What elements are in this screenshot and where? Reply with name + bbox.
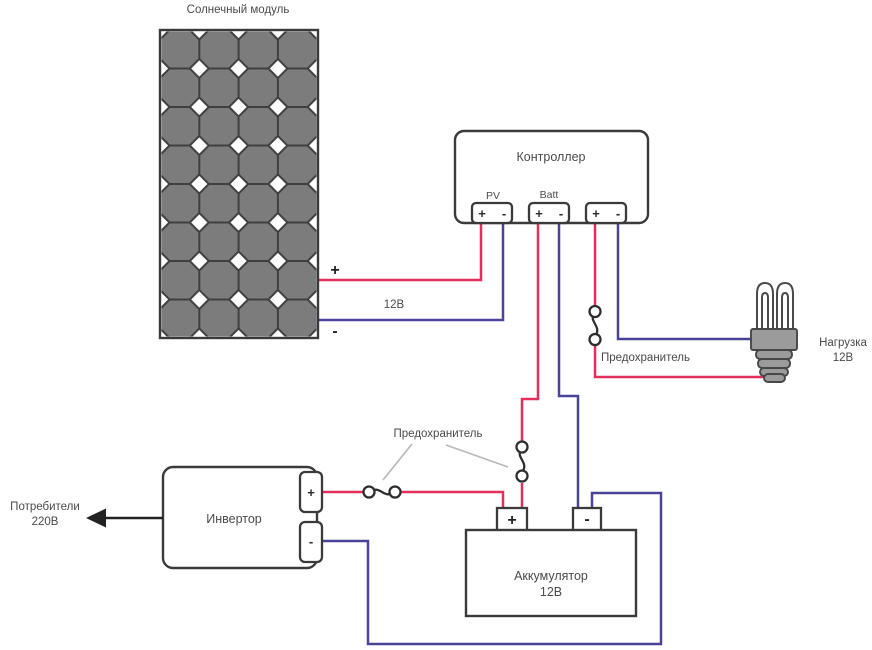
batt-terminal-minus: -	[559, 206, 563, 221]
inverter-plus-terminal	[298, 470, 324, 514]
wire-load-positive-lower	[593, 345, 774, 379]
controller-batt-terminal-label: Batt	[540, 189, 559, 201]
lamp-thread-2	[757, 358, 791, 369]
load-label-line2: 12В	[833, 352, 854, 364]
lamp-load	[750, 281, 798, 383]
fuse-inverter-left-contact	[362, 485, 376, 499]
solar-module-label: Солнечный модуль	[187, 4, 290, 16]
ac-output-arrowhead	[86, 508, 106, 528]
fuse-load	[588, 304, 602, 347]
controller-label: Контроллер	[517, 150, 586, 164]
controller-pv-terminal	[470, 201, 514, 225]
solar-module-cells	[161, 31, 317, 337]
wire-load-negative	[616, 223, 753, 341]
lamp-tube-left-slot	[761, 291, 769, 332]
lamp-thread-1	[755, 349, 793, 360]
consumers-label-line2: 220В	[32, 516, 59, 528]
lamp-tube-right-slot	[781, 291, 789, 332]
wire-batt-positive-upper	[520, 223, 540, 441]
pv-minus-label: -	[332, 323, 337, 340]
controller-pv-terminal-label: PV	[486, 190, 500, 202]
solar-module: Солнечный модуль	[158, 4, 320, 340]
fuse-load-top-contact	[588, 304, 602, 319]
wire-pv-negative	[318, 223, 505, 322]
load-terminal-plus: +	[592, 206, 600, 221]
wire-batt-negative	[557, 223, 580, 512]
controller-batt-terminal	[527, 201, 571, 225]
load-label-line1: Нагрузка	[819, 337, 867, 349]
wiring	[318, 223, 774, 646]
battery-plus-sign: +	[507, 512, 516, 529]
inverter-plus-sign: +	[307, 485, 315, 500]
fuse-battery-label: Предохранитель	[394, 428, 483, 440]
wire-inverter-negative-loop	[322, 491, 663, 646]
fuse-inverter-right-contact	[388, 485, 402, 499]
fuse-load-label: Предохранитель	[601, 352, 690, 364]
inverter-label: Инвертор	[206, 512, 262, 526]
fuse-load-bottom-contact	[588, 332, 602, 347]
inverter: Инвертор + -	[161, 465, 324, 570]
fuse-battery-bottom-contact	[515, 469, 529, 483]
fuse-battery-vertical	[515, 440, 529, 483]
inverter-minus-terminal	[298, 520, 324, 564]
load-terminal-minus: -	[616, 206, 620, 221]
wire-inverter-positive-right	[401, 490, 505, 512]
wire-pv-positive	[318, 223, 483, 282]
battery-box	[464, 528, 638, 618]
pv-plus-label: +	[330, 262, 339, 279]
fuse-battery-top-contact	[515, 440, 529, 454]
controller: Контроллер PV Batt + - + - + -	[453, 129, 650, 225]
battery-minus-sign: -	[584, 511, 589, 528]
pv-terminal-plus: +	[478, 206, 486, 221]
consumers-label-line1: Потребители	[10, 501, 80, 513]
pv-voltage-label: 12В	[384, 299, 405, 311]
pv-terminal-minus: -	[502, 206, 506, 221]
battery: + - Аккумулятор 12В	[464, 506, 638, 618]
lamp-collar	[750, 328, 798, 351]
fuse-pointer-line-left	[382, 443, 413, 481]
battery-label-line2: 12В	[540, 585, 562, 599]
battery-label-line1: Аккумулятор	[514, 569, 588, 583]
controller-load-terminal	[584, 201, 628, 225]
lamp-tip	[763, 373, 786, 383]
fuse-pointer-line-right	[445, 444, 509, 468]
batt-terminal-plus: +	[535, 206, 543, 221]
inverter-minus-sign: -	[309, 534, 313, 549]
fuse-inverter-horizontal	[362, 485, 402, 499]
